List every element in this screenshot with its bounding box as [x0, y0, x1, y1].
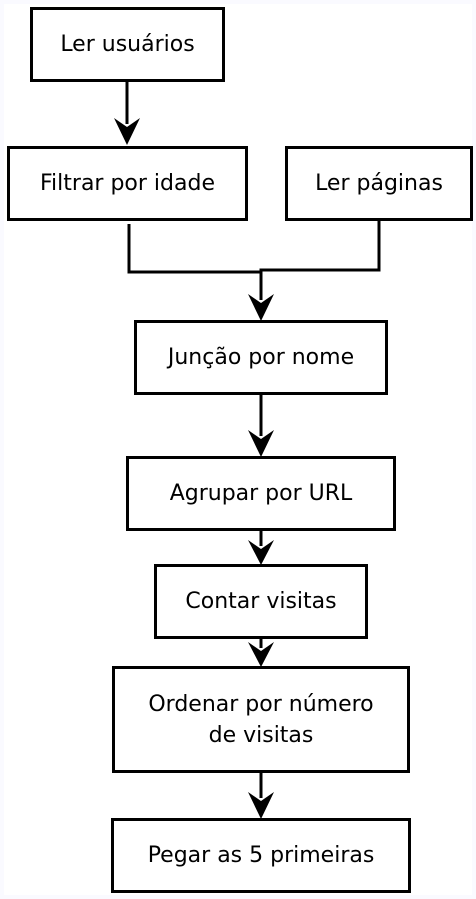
edge-agrupar-to-contar — [248, 530, 274, 565]
node-ordenar-por-numero-de-visitas: Ordenar por número de visitas — [112, 666, 410, 773]
node-agrupar-por-url: Agrupar por URL — [126, 456, 396, 531]
node-pegar-as-5-primeiras: Pegar as 5 primeiras — [111, 818, 411, 893]
node-label: Junção por nome — [167, 345, 355, 370]
edge-filtrar-idade-to-juncao — [127, 224, 261, 274]
node-label: Contar visitas — [185, 589, 337, 614]
node-label: Ler usuários — [60, 32, 195, 57]
node-label: Ordenar por número de visitas — [148, 691, 374, 748]
node-label: Agrupar por URL — [169, 481, 353, 506]
node-ler-usuarios: Ler usuários — [30, 7, 225, 82]
edge-contar-to-ordenar — [248, 638, 274, 667]
node-ler-paginas: Ler páginas — [285, 146, 473, 221]
node-juncao-por-nome: Junção por nome — [134, 320, 388, 395]
node-label: Filtrar por idade — [40, 171, 215, 196]
node-filtrar-por-idade: Filtrar por idade — [7, 146, 248, 221]
node-contar-visitas: Contar visitas — [154, 564, 368, 639]
node-label: Ler páginas — [315, 171, 443, 196]
edge-ler-usuarios-to-filtrar-idade — [114, 82, 140, 145]
edge-juncao-to-agrupar — [248, 395, 274, 457]
node-label: Pegar as 5 primeiras — [147, 843, 375, 868]
edge-ordenar-to-pegar — [248, 772, 274, 819]
edge-ler-paginas-to-juncao — [248, 221, 381, 321]
